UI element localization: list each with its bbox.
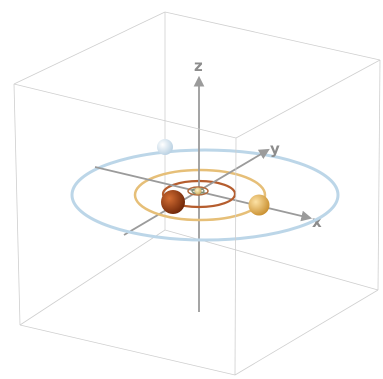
sun <box>194 187 202 195</box>
box-edge <box>13 83 237 139</box>
orbit-middle-back <box>133 168 267 196</box>
planet-middle <box>248 194 270 216</box>
box-edge <box>234 137 237 376</box>
box-edge <box>19 229 166 326</box>
box-edge <box>13 11 166 85</box>
box-edge <box>19 324 236 376</box>
box-edge <box>234 289 379 376</box>
box-edge <box>377 59 381 291</box>
planet-outer <box>157 139 173 155</box>
y-axis-label: y <box>270 140 280 158</box>
orbit-outer-back <box>70 148 340 196</box>
x-axis-label: x <box>312 213 322 231</box>
z-axis-label: z <box>194 57 203 75</box>
orbits-front <box>70 186 340 242</box>
planet-inner <box>161 190 185 214</box>
box-edge <box>13 83 21 326</box>
box-edge <box>164 11 381 61</box>
box-edge <box>235 59 381 139</box>
orbit-innermost <box>187 186 209 196</box>
orbit-outer-front <box>70 194 340 242</box>
bounding-box-front <box>13 59 381 376</box>
